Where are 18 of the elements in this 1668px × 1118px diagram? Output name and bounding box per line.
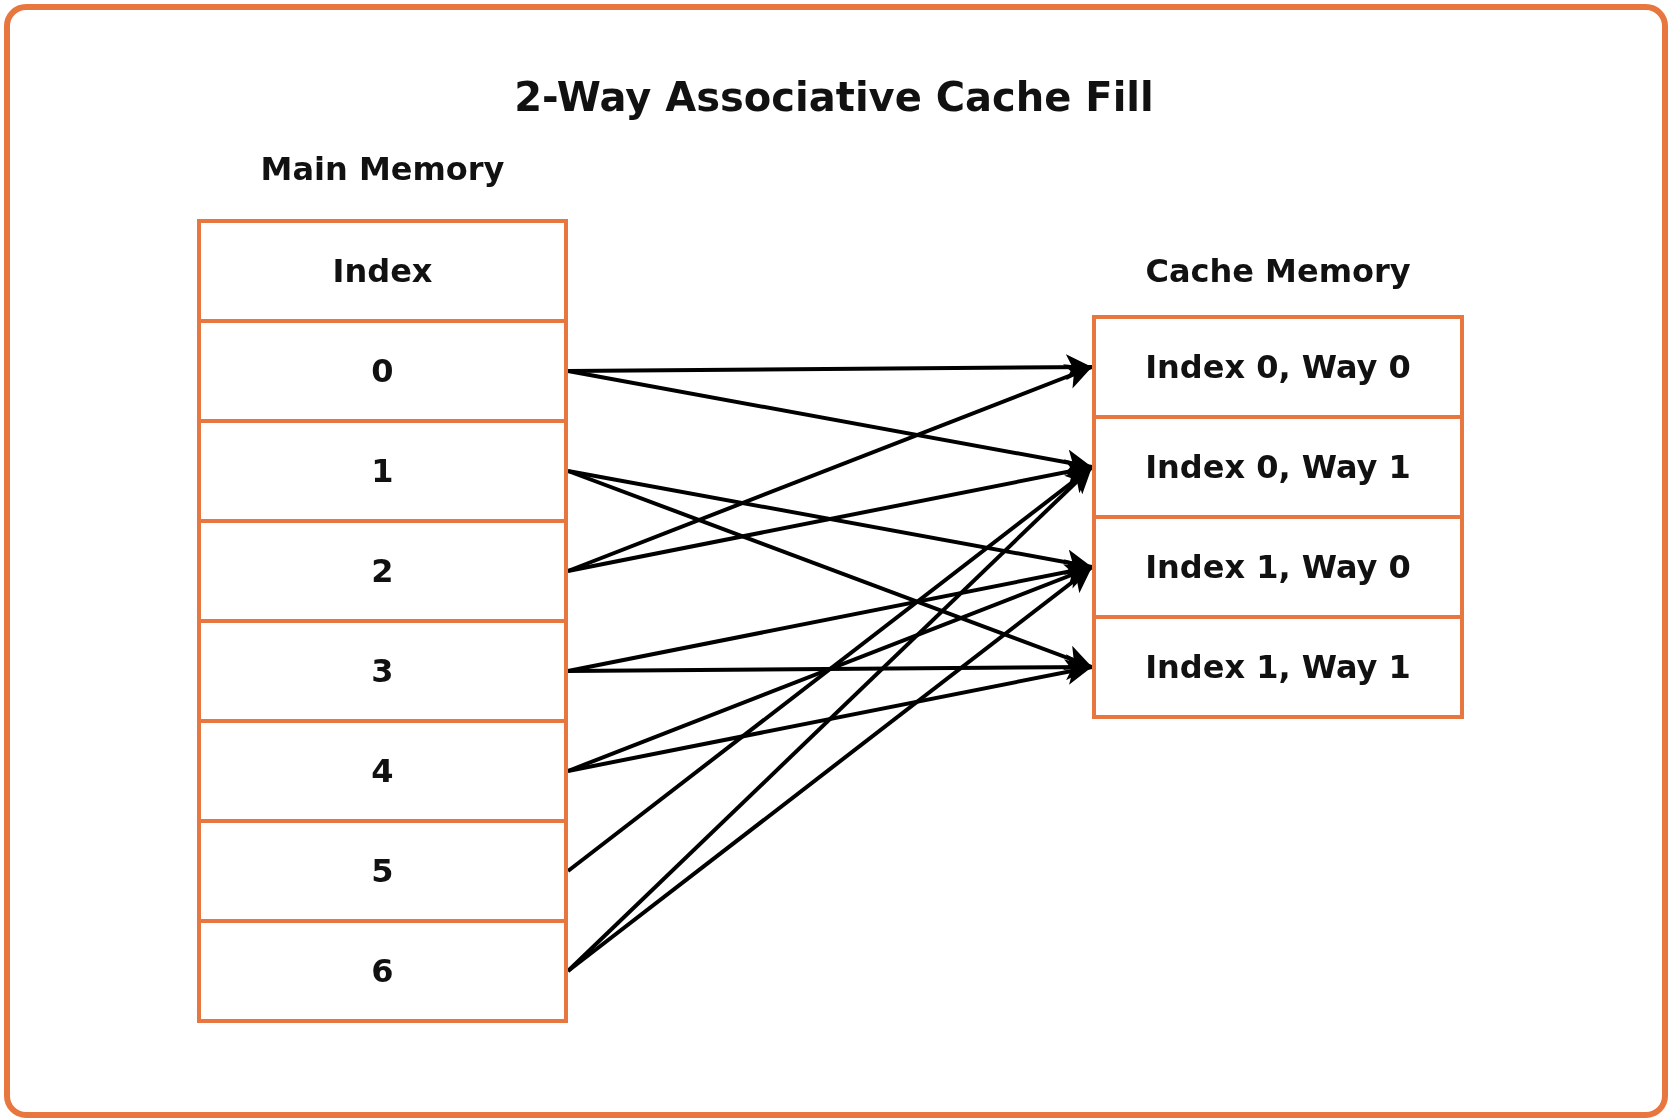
- arrow: [567, 659, 1093, 773]
- cell-text: Index 0, Way 0: [1145, 348, 1411, 386]
- cell-text: Index 1, Way 1: [1145, 648, 1411, 686]
- cell-text: 6: [371, 952, 394, 990]
- arrow: [568, 354, 1092, 381]
- cell-text: 3: [371, 652, 394, 690]
- table-heading: Cache Memory: [1144, 252, 1412, 290]
- cell-text: 5: [371, 852, 394, 890]
- cell-text: Index 1, Way 0: [1145, 548, 1411, 586]
- cell-text: 0: [371, 352, 394, 390]
- cell-text: Index: [332, 252, 433, 290]
- table-heading: Main Memory: [259, 150, 506, 188]
- arrow: [567, 469, 1093, 671]
- diagram-title: 2-Way Associative Cache Fill: [513, 74, 1155, 120]
- cell-text: 2: [371, 552, 394, 590]
- cell-text: Index 0, Way 1: [1145, 448, 1411, 486]
- cell-text: 1: [371, 452, 394, 490]
- cell-text: 4: [371, 752, 394, 790]
